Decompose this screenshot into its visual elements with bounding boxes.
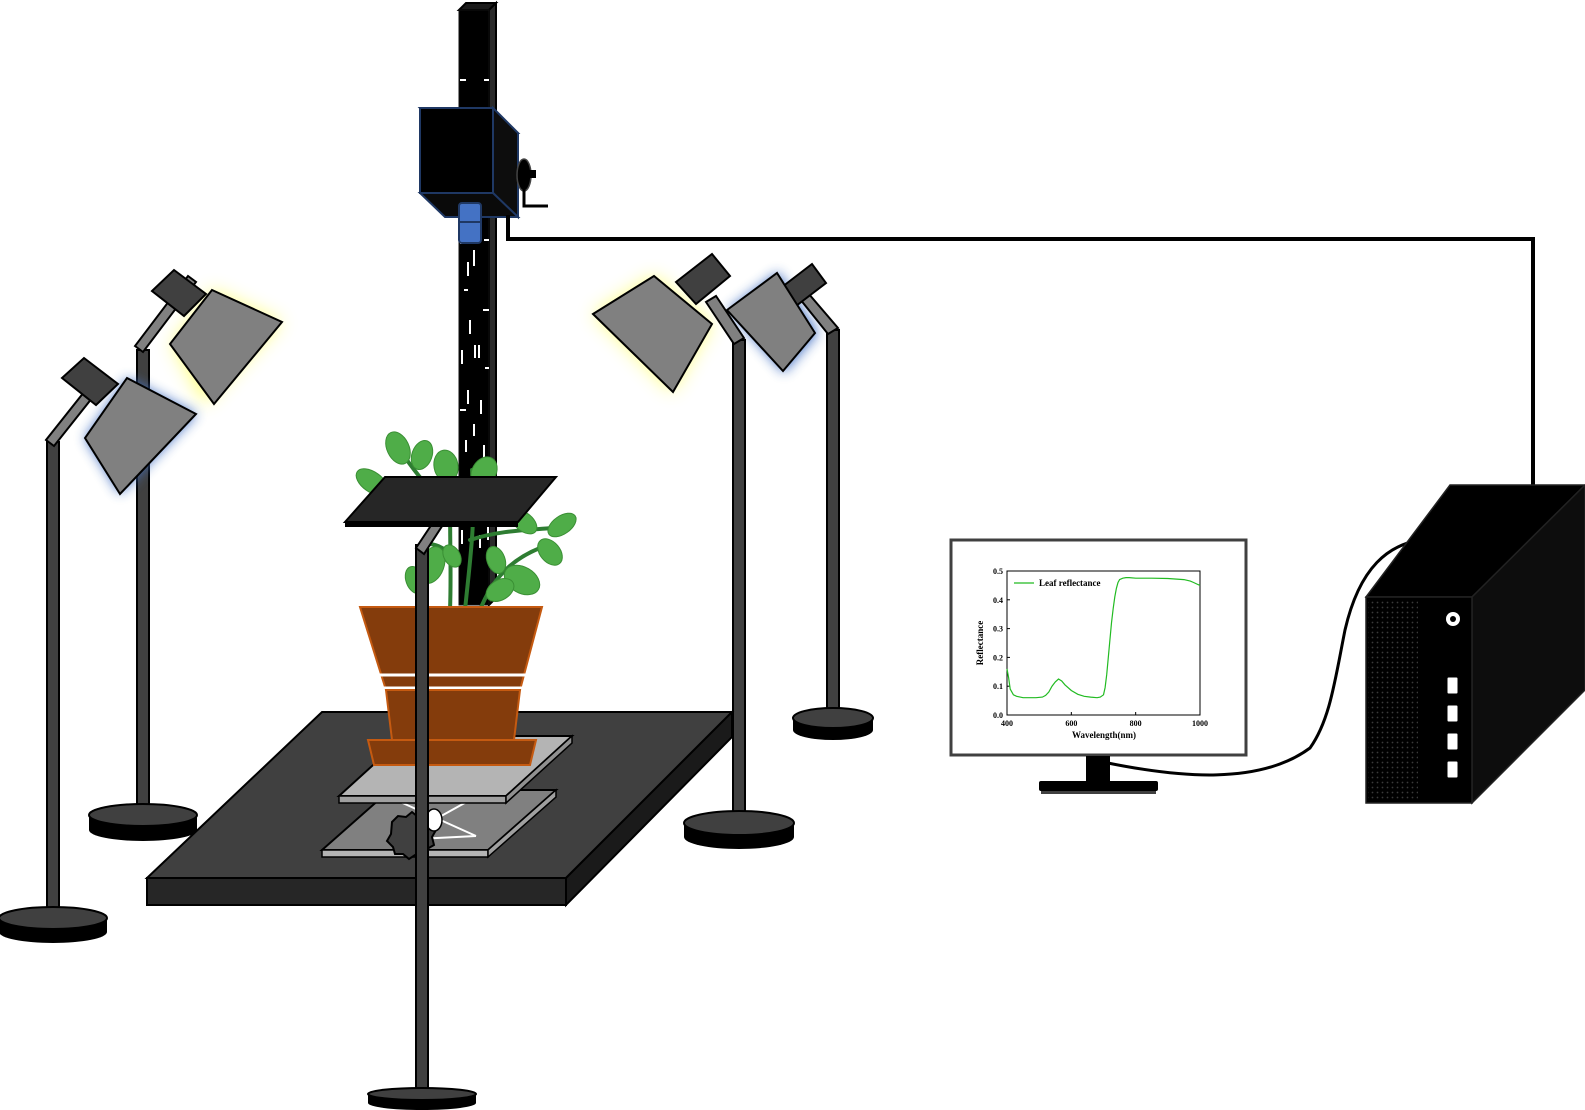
- y-axis-ticks: 0.0 0.1 0.2 0.3 0.4 0.5: [993, 567, 1010, 720]
- lamp-left-front: [0, 356, 198, 943]
- computer-tower: [1364, 483, 1585, 805]
- y-tick-label: 0.1: [993, 682, 1003, 691]
- usb-ports: [1446, 676, 1459, 779]
- reflectance-panel: [342, 476, 559, 527]
- probe-stand: [367, 513, 477, 1110]
- y-tick-label: 0.2: [993, 653, 1003, 662]
- y-tick-label: 0.0: [993, 711, 1003, 720]
- lamp-right-back: [725, 262, 874, 740]
- y-tick-label: 0.5: [993, 567, 1003, 576]
- x-axis-ticks: 400 600 800 1000: [1001, 712, 1208, 728]
- lamp-left-back: [88, 268, 284, 841]
- x-tick-label: 800: [1130, 719, 1142, 728]
- camera-lens: [458, 202, 482, 244]
- hyperspectral-camera: [417, 105, 548, 244]
- front-grille: [1368, 600, 1418, 800]
- monitor-cable: [1102, 538, 1421, 777]
- series-leaf-reflectance-line: [1006, 577, 1201, 699]
- chart-plot-frame: [1006, 570, 1201, 716]
- y-tick-label: 0.4: [993, 596, 1003, 605]
- camera-cable: [506, 215, 1535, 488]
- x-tick-label: 1000: [1192, 719, 1208, 728]
- y-tick-label: 0.3: [993, 625, 1003, 634]
- y-axis-label: Reflectance: [975, 621, 985, 665]
- focus-knob: [516, 158, 548, 208]
- power-button: [1446, 612, 1460, 626]
- flower-pot: [358, 606, 544, 766]
- reflectance-chart: 0.0 0.1 0.2 0.3 0.4 0.5 400 600 800 1000 Reflect…: [975, 567, 1208, 740]
- x-axis-label: Wavelength(nm): [1072, 730, 1136, 740]
- monitor: 0.0 0.1 0.2 0.3 0.4 0.5 400 600 800 1000 Reflect…: [949, 538, 1248, 794]
- x-tick-label: 600: [1065, 719, 1077, 728]
- legend-label: Leaf reflectance: [1039, 578, 1101, 588]
- lamp-right-front: [591, 252, 795, 849]
- chart-legend: Leaf reflectance: [1014, 578, 1101, 588]
- x-tick-label: 400: [1001, 719, 1013, 728]
